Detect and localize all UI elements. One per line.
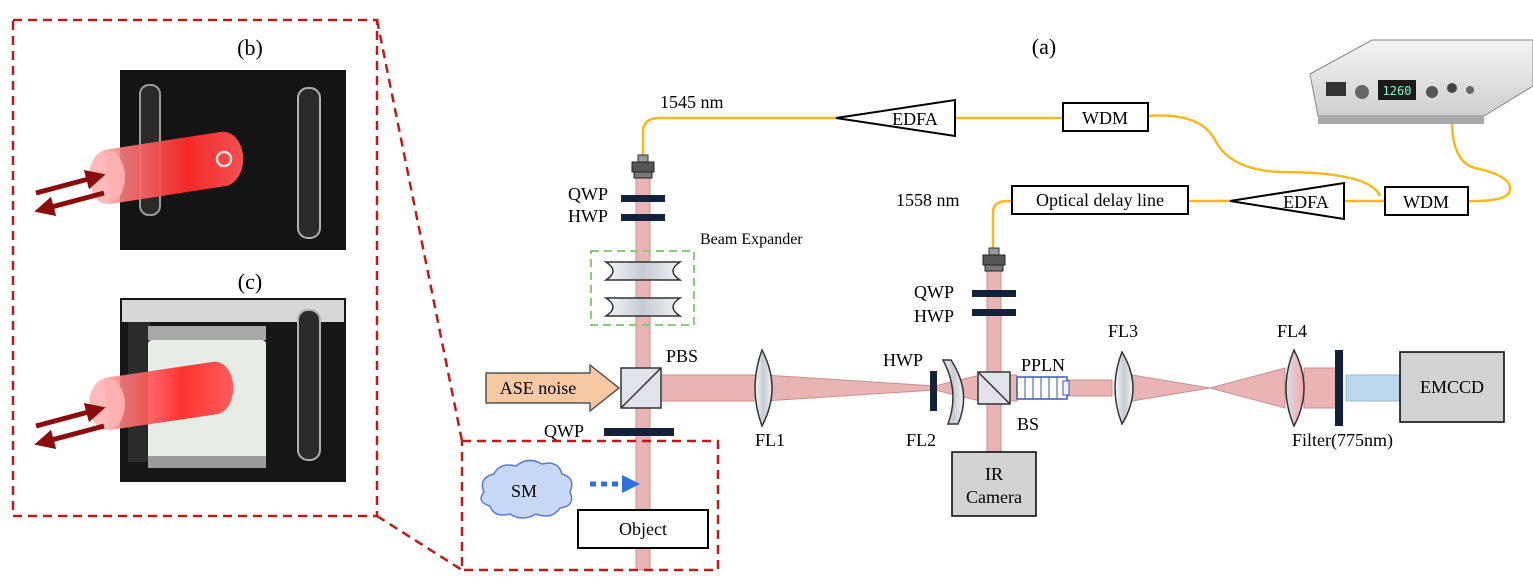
fl4-label: FL4 (1277, 321, 1307, 341)
edfa-label-top: EDFA (892, 109, 938, 129)
zoom-connector-top (375, 19, 464, 442)
hwp-plate-right (972, 309, 1016, 316)
qwp-plate-right (972, 290, 1016, 297)
hwp-mid-label: HWP (883, 350, 923, 370)
beam-expander-label: Beam Expander (700, 231, 803, 248)
ase-noise-arrow: ASE noise (485, 363, 621, 413)
qwp-label-left: QWP (568, 184, 608, 204)
delay-line-box: Optical delay line (1011, 185, 1189, 215)
wavelength-pump-label: 1558 nm (896, 190, 960, 210)
sm-motion-arrow (590, 475, 640, 493)
edfa-amplifier-top: EDFA (835, 98, 956, 138)
fiber-collimator-left (631, 154, 655, 179)
wdm-box-right: WDM (1384, 186, 1469, 216)
hwp-plate-mid (930, 371, 937, 411)
object-box: Object (577, 509, 709, 549)
pbs-cube (620, 367, 662, 409)
ir-camera-box: IR Camera (951, 451, 1037, 517)
hwp-plate-left (621, 214, 665, 221)
sm-label: SM (511, 481, 537, 501)
ir-camera-label-line2: Camera (966, 487, 1022, 507)
panel-label-b: (b) (237, 35, 263, 60)
delay-line-label: Optical delay line (1036, 190, 1164, 210)
wdm-label-right: WDM (1403, 192, 1449, 212)
fl2-label: FL2 (906, 430, 936, 450)
qwp-label-right: QWP (914, 282, 954, 302)
edfa-amplifier-bottom: EDFA (1229, 181, 1345, 221)
ppln-label: PPLN (1021, 355, 1065, 375)
wdm-label-top: WDM (1082, 108, 1128, 128)
panel-label-a: (a) (1032, 34, 1056, 59)
ase-noise-label: ASE noise (500, 378, 577, 398)
bs-label: BS (1017, 414, 1039, 434)
edfa-label-bottom: EDFA (1283, 192, 1329, 212)
fiber-collimator-right (982, 247, 1006, 272)
wavelength-signal-label: 1545 nm (660, 92, 724, 112)
qwp-plate-left (621, 195, 665, 202)
ir-camera-label-line1: IR (985, 464, 1003, 484)
qwp-object-label: QWP (544, 421, 584, 441)
emccd-label: EMCCD (1420, 377, 1484, 397)
scattering-medium-cloud: SM (480, 459, 573, 519)
hwp-label-left: HWP (568, 206, 608, 226)
fiber-lines (641, 92, 1512, 248)
wdm-box-top: WDM (1062, 102, 1149, 132)
laser-source-instrument: 1260 (1309, 39, 1533, 124)
emccd-box: EMCCD (1399, 351, 1505, 423)
ppln-crystal (1016, 376, 1070, 400)
beam-expander (590, 250, 695, 326)
qwp-plate-object (604, 428, 674, 436)
bandpass-filter (1335, 350, 1343, 426)
photo-b (34, 70, 346, 250)
bs-cube (977, 371, 1011, 405)
panel-label-c: (c) (238, 269, 262, 294)
filter-label: Filter(775nm) (1292, 430, 1393, 451)
fl4-lens (1285, 348, 1305, 428)
object-zoom-frame (460, 439, 720, 572)
inset-dashed-frame (11, 18, 379, 518)
fl1-lens (754, 348, 773, 428)
laser-display-readout: 1260 (1383, 84, 1412, 98)
zoom-connector-bottom (376, 514, 463, 572)
fl3-label: FL3 (1108, 321, 1138, 341)
object-label: Object (619, 519, 667, 539)
fl3-lens (1114, 350, 1134, 426)
fl2-lens (941, 359, 965, 425)
photo-c (34, 298, 346, 482)
fl1-label: FL1 (755, 430, 785, 450)
pbs-label: PBS (666, 346, 698, 366)
hwp-label-right: HWP (914, 306, 954, 326)
